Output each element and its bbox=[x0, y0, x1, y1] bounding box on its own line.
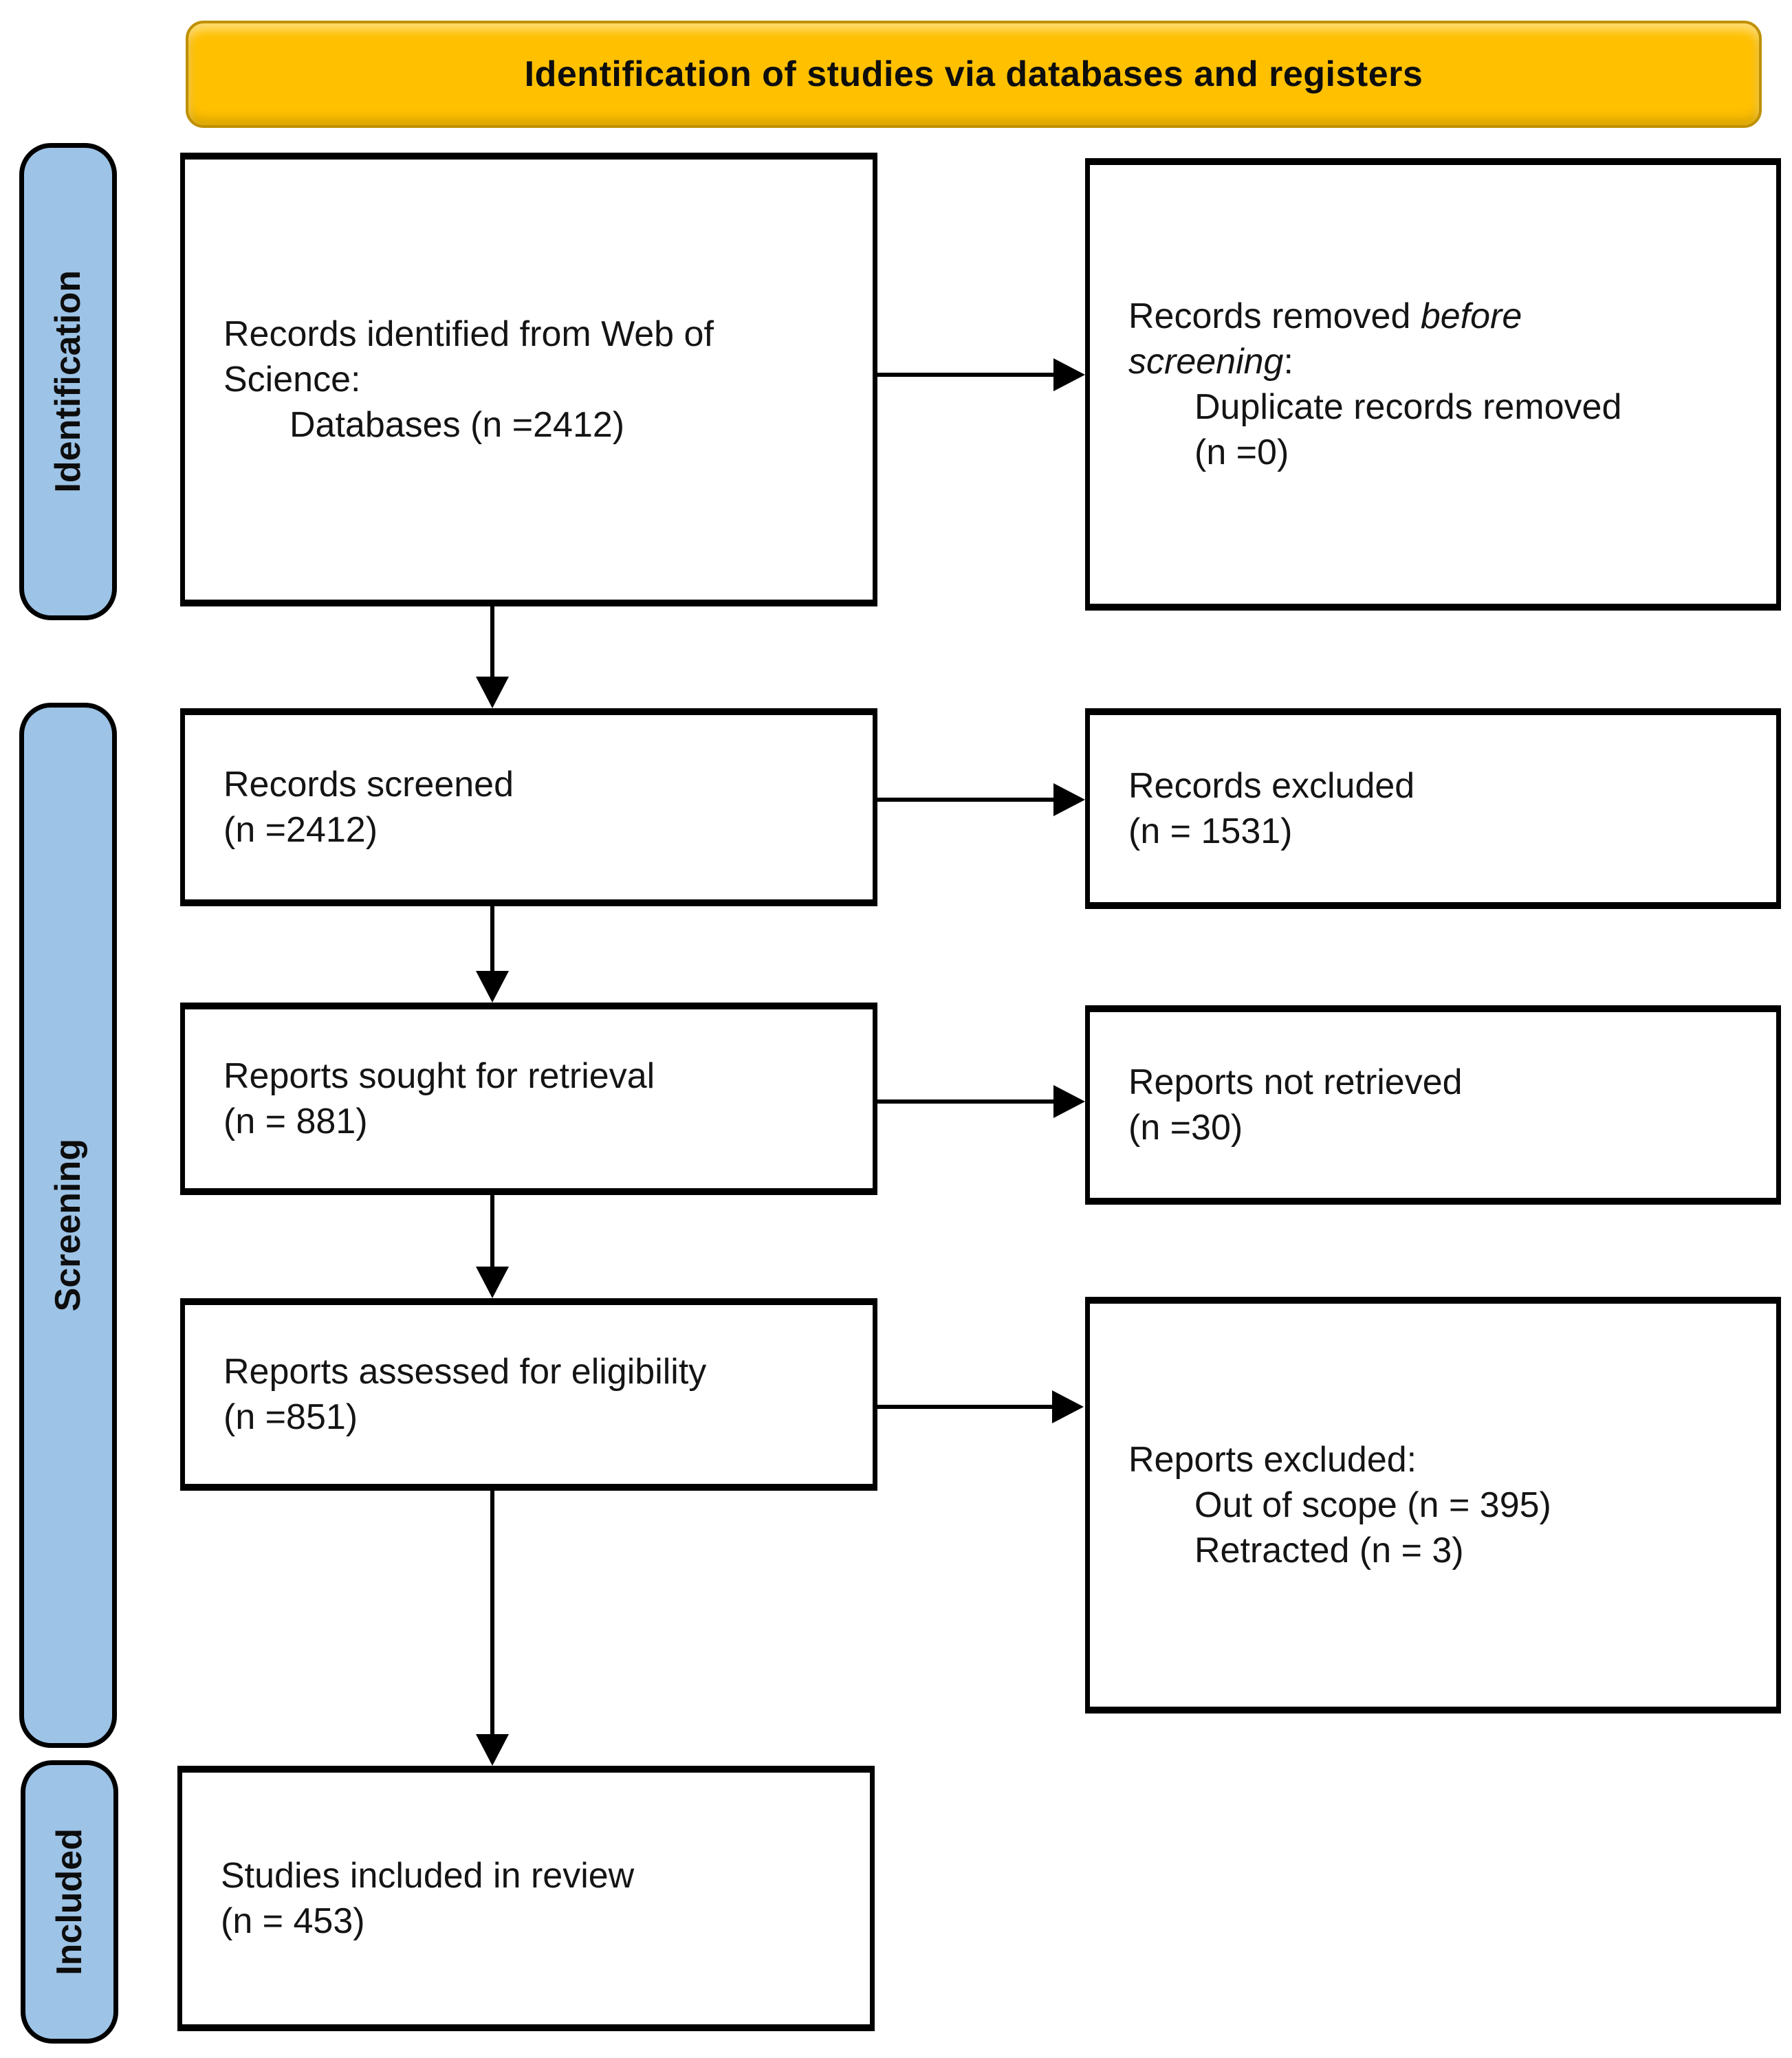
box-records-removed-before-screening: Records removed before screening: Duplic… bbox=[1085, 158, 1781, 611]
box-reports-sought: Reports sought for retrieval (n = 881) bbox=[180, 1003, 877, 1195]
box-text-line: Records screened bbox=[223, 765, 514, 804]
box-reports-excluded: Reports excluded: Out of scope (n = 395)… bbox=[1085, 1297, 1781, 1714]
diagram-title: Identification of studies via databases … bbox=[524, 54, 1423, 94]
stage-bar-included: Included bbox=[21, 1760, 118, 2044]
box-text-segment-italic: before bbox=[1420, 296, 1522, 336]
box-text-segment-italic: screening bbox=[1128, 342, 1284, 382]
box-text-segment: : bbox=[1283, 342, 1293, 382]
box-text-line: Reports assessed for eligibility bbox=[223, 1352, 707, 1392]
box-reports-not-retrieved: Reports not retrieved (n =30) bbox=[1085, 1005, 1781, 1205]
box-text-segment: Records removed bbox=[1128, 296, 1421, 336]
box-text-line: Reports sought for retrieval bbox=[223, 1056, 655, 1096]
stage-bar-identification: Identification bbox=[19, 143, 117, 620]
box-text-line: Duplicate records removed bbox=[1194, 387, 1622, 427]
title-banner: Identification of studies via databases … bbox=[186, 21, 1762, 128]
arrowhead-right-icon bbox=[1053, 783, 1085, 816]
box-text-line: Studies included in review bbox=[221, 1856, 635, 1896]
arrowhead-down-icon bbox=[476, 677, 509, 708]
box-text-line: (n =0) bbox=[1194, 433, 1289, 472]
arrow-screened-to-sought bbox=[490, 906, 494, 972]
arrow-screened-to-excluded bbox=[877, 798, 1055, 802]
box-records-excluded: Records excluded (n = 1531) bbox=[1085, 708, 1781, 909]
stage-label-identification: Identification bbox=[48, 270, 88, 493]
box-text-line: (n = 453) bbox=[221, 1901, 365, 1941]
box-text-line: Records excluded bbox=[1128, 766, 1415, 806]
arrow-identified-to-screened bbox=[490, 606, 494, 678]
box-text-line: Records removed before bbox=[1128, 294, 1749, 339]
box-studies-included: Studies included in review (n = 453) bbox=[177, 1766, 875, 2031]
arrowhead-down-icon bbox=[476, 1267, 509, 1298]
box-text-line: Databases (n =2412) bbox=[289, 405, 625, 445]
arrow-identified-to-removed bbox=[877, 373, 1055, 377]
arrow-assessed-to-excluded bbox=[877, 1405, 1053, 1409]
arrow-sought-to-not-retrieved bbox=[877, 1099, 1055, 1104]
box-text-line: Science: bbox=[223, 360, 361, 399]
arrow-assessed-to-included bbox=[490, 1491, 494, 1736]
box-text-line: Reports excluded: bbox=[1128, 1440, 1417, 1480]
stage-label-included: Included bbox=[50, 1828, 89, 1975]
arrowhead-down-icon bbox=[476, 1734, 509, 1766]
box-text-line: (n =851) bbox=[223, 1397, 358, 1437]
box-text-line: Reports not retrieved bbox=[1128, 1062, 1463, 1102]
stage-label-screening: Screening bbox=[48, 1139, 88, 1312]
box-reports-assessed: Reports assessed for eligibility (n =851… bbox=[180, 1298, 877, 1491]
arrowhead-right-icon bbox=[1053, 1085, 1085, 1118]
box-text-line: screening: bbox=[1128, 339, 1749, 384]
box-text-line: (n = 881) bbox=[223, 1102, 368, 1141]
box-text-line: (n = 1531) bbox=[1128, 811, 1293, 851]
box-text-line: (n =2412) bbox=[223, 810, 378, 850]
arrowhead-right-icon bbox=[1053, 358, 1085, 391]
box-text-line: Records identified from Web of bbox=[223, 314, 714, 354]
box-records-identified: Records identified from Web of Science: … bbox=[180, 153, 877, 606]
stage-bar-screening: Screening bbox=[19, 703, 117, 1748]
arrow-sought-to-assessed bbox=[490, 1195, 494, 1268]
box-text-line: Retracted (n = 3) bbox=[1194, 1531, 1464, 1570]
box-text-line: (n =30) bbox=[1128, 1108, 1243, 1148]
box-text-line: Out of scope (n = 395) bbox=[1194, 1485, 1551, 1525]
arrowhead-right-icon bbox=[1052, 1390, 1084, 1423]
arrowhead-down-icon bbox=[476, 971, 509, 1003]
box-records-screened: Records screened (n =2412) bbox=[180, 708, 877, 906]
